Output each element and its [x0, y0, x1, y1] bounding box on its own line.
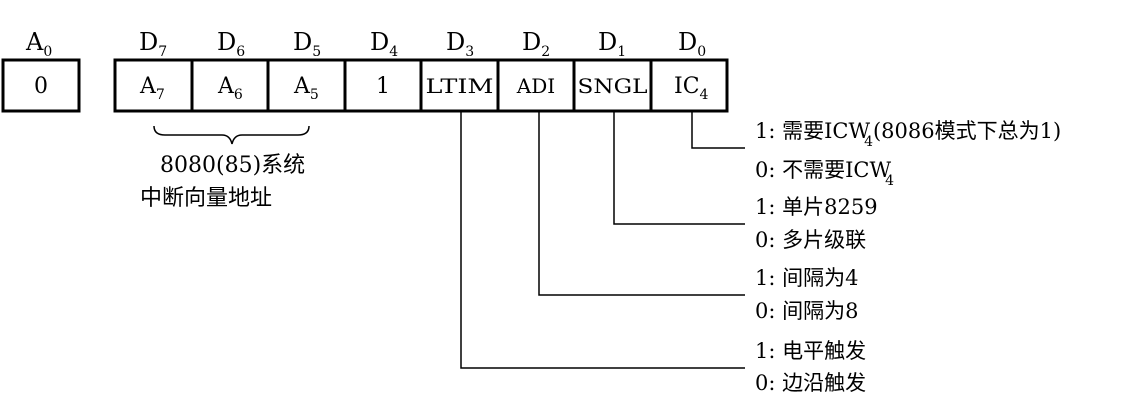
sngl-lead-line	[613, 111, 745, 225]
sngl-option-zero: 0: 多片级联	[755, 228, 866, 252]
adi-lead-line	[538, 111, 745, 296]
svg-text:0: 不需要ICW4: 0: 不需要ICW4	[755, 158, 894, 189]
svg-text:IC4: IC4	[674, 74, 709, 103]
ltim-option-one: 1: 电平触发	[755, 339, 866, 363]
a0-cell-value: 0	[34, 74, 48, 99]
bit-header-d5: D5	[293, 28, 321, 60]
ic4-option-one: 1: 需要ICW4(8086模式下总为1)	[755, 119, 1061, 150]
svg-text:D6: D6	[217, 28, 245, 60]
bit-cell-d0	[649, 58, 729, 113]
bit-cell-d7	[113, 58, 194, 113]
svg-text:A0: A0	[25, 28, 52, 60]
adi-option-zero: 0: 间隔为8	[755, 299, 858, 323]
ltim-lead-line	[460, 111, 745, 369]
ltim-option-zero: 0: 边沿触发	[755, 371, 866, 395]
a0-cell	[1, 58, 81, 113]
svg-text:D0: D0	[678, 28, 706, 60]
bit-cell-d6	[190, 58, 270, 113]
adi-option-one: 1: 间隔为4	[755, 266, 858, 290]
bit-cell-d4	[343, 58, 423, 113]
svg-text:A7: A7	[139, 74, 165, 103]
bit-cell-d6-value: A6	[217, 74, 243, 103]
bit-header-d3: D3	[446, 28, 474, 60]
svg-text:A6: A6	[217, 74, 243, 103]
svg-text:D4: D4	[370, 28, 398, 60]
vector-address-brace	[153, 125, 310, 145]
bit-header-d1: D1	[598, 28, 626, 60]
ic4-lead-line	[691, 111, 745, 149]
bit-header-d2: D2	[522, 28, 550, 60]
bit-cell-d7-value: A7	[139, 74, 165, 103]
svg-text:D7: D7	[139, 28, 167, 60]
ic4-option-zero: 0: 不需要ICW4	[755, 158, 894, 189]
bit-cell-d2	[496, 58, 576, 113]
svg-text:D5: D5	[293, 28, 321, 60]
a0-header: A0	[25, 28, 52, 60]
svg-text:D1: D1	[598, 28, 626, 60]
svg-text:D2: D2	[522, 28, 550, 60]
sngl-option-one: 1: 单片8259	[755, 195, 878, 219]
bit-cell-d0-value: IC4	[674, 74, 709, 103]
bit-cell-d2-value: ADI	[516, 74, 555, 98]
svg-text:D3: D3	[446, 28, 474, 60]
svg-text:1: 需要ICW4(8086模式下总为1): 1: 需要ICW4(8086模式下总为1)	[755, 119, 1061, 150]
bit-header-d4: D4	[370, 28, 398, 60]
bit-cell-d1	[572, 58, 653, 113]
bit-cell-d5-value: A5	[293, 74, 319, 103]
bit-cell-d3-value: LTIM	[426, 74, 494, 98]
svg-text:A5: A5	[293, 74, 319, 103]
vector-note-line2: 中断向量地址	[140, 186, 272, 211]
vector-note-line1: 8080(85)系统	[160, 153, 305, 178]
bit-header-d7: D7	[139, 28, 167, 60]
bit-cell-d4-value: 1	[376, 74, 390, 99]
bit-cell-d1-value: SNGL	[578, 74, 648, 98]
bit-header-d6: D6	[217, 28, 245, 60]
bit-header-d0: D0	[678, 28, 706, 60]
